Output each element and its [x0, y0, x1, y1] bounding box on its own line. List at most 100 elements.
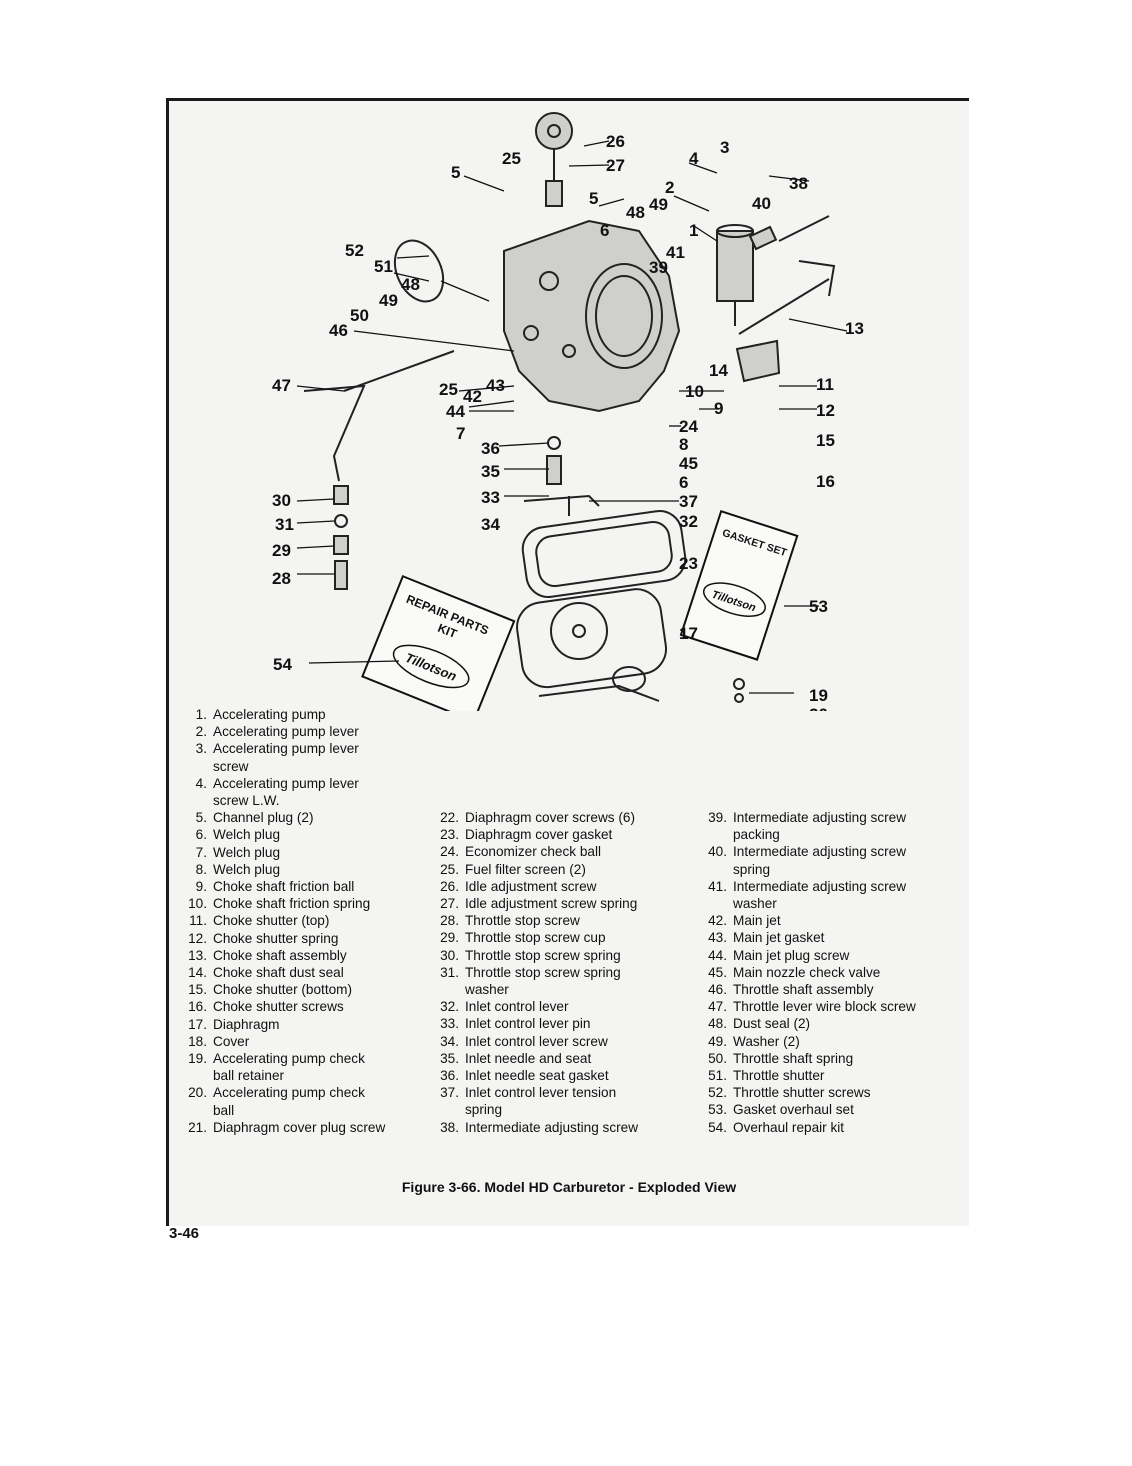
callout-20: 20	[809, 705, 828, 711]
legend-item-number: 13.	[188, 947, 207, 963]
gasket-set-card: GASKET SET Tillotson	[679, 509, 799, 661]
callout-13: 13	[845, 319, 864, 338]
legend-item: 1.Accelerating pump	[177, 706, 385, 723]
legend-item-text: Choke shaft friction ball	[213, 879, 355, 895]
legend-item-text: Choke shutter (bottom)	[213, 982, 353, 998]
legend-item-text: Main jet gasket	[733, 930, 825, 946]
legend-item-number: 17.	[188, 1016, 207, 1032]
legend-item: 5.Channel plug (2)	[177, 809, 385, 826]
legend-item-number: 43.	[708, 930, 727, 946]
callout-15: 15	[816, 431, 835, 450]
legend-item-text: Accelerating pump lever	[213, 741, 359, 757]
legend-item-text: Inlet control lever	[465, 999, 569, 1015]
legend-item: 47.Throttle lever wire block screw	[697, 998, 916, 1015]
legend-item-text: Inlet needle and seat	[465, 1050, 592, 1066]
legend-item-continuation: spring	[465, 1102, 503, 1118]
callout-43: 43	[486, 376, 505, 395]
legend-item-number: 11.	[189, 913, 207, 929]
legend-item: 36. Inlet needle seat gasket	[429, 1067, 638, 1084]
callout-11: 11	[816, 375, 834, 394]
legend-item-number: 34.	[440, 1033, 459, 1049]
legend-item-text: Throttle shaft spring	[733, 1050, 854, 1066]
callout-25b: 25	[439, 380, 458, 399]
legend-item-text: Inlet control lever screw	[465, 1033, 608, 1049]
callout-29: 29	[272, 541, 291, 560]
legend-item-text: Throttle lever wire block screw	[733, 999, 916, 1015]
manual-page-scan: REPAIR PARTS KIT Tillotson GASKET SET Ti…	[166, 98, 969, 1242]
page-number: 3-46	[169, 1225, 200, 1242]
legend-item-text: Inlet control lever pin	[465, 1016, 591, 1032]
legend-item-text: Idle adjustment screw	[465, 878, 597, 894]
legend-item-number: 40.	[708, 844, 727, 860]
callout-42: 42	[463, 387, 482, 406]
legend-item-text: Throttle shutter screws	[733, 1085, 871, 1101]
legend-item: 14.Choke shaft dust seal	[177, 964, 385, 981]
legend-item: 26.Idle adjustment screw	[429, 878, 638, 895]
legend-item-text: Cover	[213, 1033, 250, 1049]
legend-item-number: 50.	[708, 1050, 727, 1066]
legend-item-text: Main jet plug screw	[733, 947, 850, 963]
legend-item-number: 27.	[440, 896, 459, 912]
legend-item-text: Accelerating pump check	[213, 1051, 365, 1067]
legend-item: 46.Throttle shaft assembly	[697, 981, 916, 998]
callout-26: 26	[606, 132, 625, 151]
callout-40: 40	[752, 194, 771, 213]
legend-item-number: 38.	[440, 1119, 459, 1135]
legend-item-text: Washer (2)	[733, 1033, 800, 1049]
legend-item: 23.Diaphragm cover gasket	[429, 826, 638, 843]
legend-item-number: 6.	[195, 827, 207, 843]
legend-item-text: Accelerating pump lever	[213, 775, 359, 791]
legend-item: 48.Dust seal (2)	[697, 1015, 916, 1032]
legend-item-continuation: packing	[733, 827, 780, 843]
legend-item: 50. Throttle shaft spring	[697, 1050, 916, 1067]
callout-8: 8	[679, 435, 688, 454]
legend-item: 44.Main jet plug screw	[697, 947, 916, 964]
callout-35: 35	[481, 462, 500, 481]
legend-item-number: 9.	[195, 879, 207, 895]
legend-item: 32.Inlet control lever	[429, 998, 638, 1015]
callout-37: 37	[679, 492, 698, 511]
callout-4: 4	[689, 149, 699, 168]
callout-25: 25	[502, 149, 521, 168]
callout-54: 54	[273, 655, 292, 674]
legend-item-number: 49.	[708, 1033, 727, 1049]
legend-item: 18.Cover	[177, 1033, 385, 1050]
callout-34: 34	[481, 515, 500, 534]
legend-item-text: Diaphragm cover plug screw	[213, 1119, 386, 1135]
choke-shaft-drawing	[735, 260, 836, 383]
exploded-view-diagram: REPAIR PARTS KIT Tillotson GASKET SET Ti…	[272, 112, 864, 711]
legend-item: 11.Choke shutter (top)	[177, 912, 385, 929]
legend-item-text: Choke shutter screws	[213, 999, 344, 1015]
legend-item-continuation: spring	[733, 861, 771, 877]
callout-labels: 26 25 27 5 5 48 49 6 4 3 2 38 40 1 41 39…	[272, 132, 864, 711]
legend-item-text: Accelerating pump check	[213, 1085, 365, 1101]
legend-item: 15.Choke shutter (bottom)	[177, 981, 385, 998]
legend-item-text: Accelerating pump	[213, 707, 326, 722]
legend-item-text: Accelerating pump lever	[213, 724, 359, 740]
legend-item: 53.Gasket overhaul set	[697, 1101, 916, 1118]
legend-item: 34. Inlet control lever screw	[429, 1033, 638, 1050]
callout-6a: 6	[600, 221, 609, 240]
legend-item-text: Diaphragm cover screws (6)	[465, 810, 635, 825]
repair-kit-card: REPAIR PARTS KIT Tillotson	[361, 574, 516, 711]
legend-item-number: 36.	[440, 1068, 459, 1084]
legend-item-text: Economizer check ball	[465, 844, 601, 860]
callout-27: 27	[606, 156, 625, 175]
legend-item-text: Throttle stop screw	[465, 913, 580, 929]
cover-drawing	[538, 666, 660, 702]
legend-item-text: Inlet needle seat gasket	[465, 1068, 609, 1084]
callout-48b: 48	[401, 275, 420, 294]
callout-24: 24	[679, 417, 698, 436]
callout-6b: 6	[679, 473, 688, 492]
legend-item: 45.Main nozzle check valve	[697, 964, 916, 981]
legend-item-number: 41.	[708, 878, 727, 894]
legend-item-text: Dust seal (2)	[733, 1016, 811, 1032]
legend-item-text: Throttle stop screw spring	[465, 947, 621, 963]
callout-14: 14	[709, 361, 728, 380]
legend-item-text: Channel plug (2)	[213, 810, 314, 826]
legend-item-text: Throttle stop screw spring	[465, 964, 621, 980]
callout-36: 36	[481, 439, 500, 458]
callout-1: 1	[689, 221, 698, 240]
legend-item-text: Choke shutter spring	[213, 930, 339, 946]
